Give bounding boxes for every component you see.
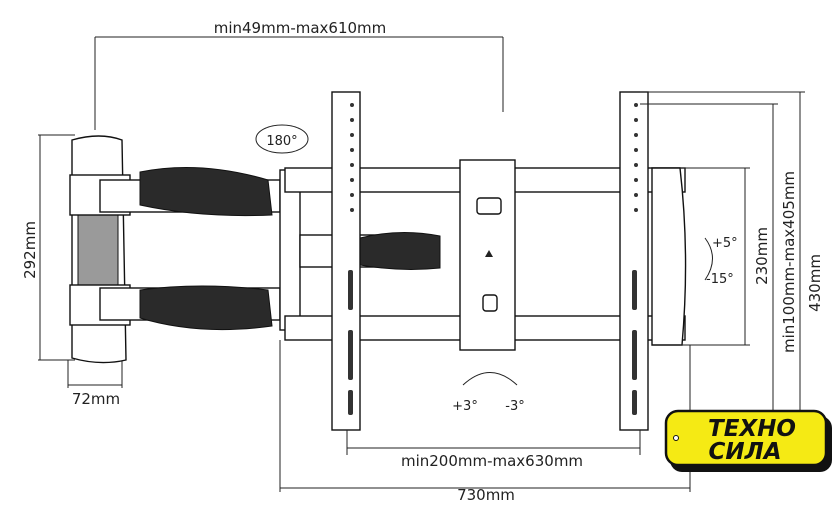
overall-width-dimension: 730mm — [279, 340, 691, 504]
logo-line2: СИЛА — [708, 439, 781, 465]
wall-plate — [69, 135, 131, 364]
horizontal-vesa-dimension: min200mm-max630mm — [346, 430, 641, 470]
wall-plate-width-label: 72mm — [72, 390, 120, 408]
tilt-plate-height-label: 230mm — [753, 227, 771, 285]
level-plus-label: +3° — [452, 399, 478, 414]
left-vertical-rail — [331, 91, 361, 431]
right-vertical-rail — [619, 91, 649, 431]
tekhnosila-logo: ТЕХНО СИЛА — [664, 409, 832, 472]
tilt-plate — [651, 167, 687, 346]
wall-plate-height-dimension: 292mm — [21, 134, 75, 361]
swivel-angle-label: 180° — [266, 134, 297, 149]
overall-width-label: 730mm — [457, 486, 515, 504]
depth-dimension: min49mm-max610mm — [94, 19, 504, 130]
horizontal-vesa-label: min200mm-max630mm — [401, 452, 583, 470]
vertical-vesa-dimension: min100mm-max405mm — [640, 103, 798, 420]
overall-height-label: 430mm — [806, 254, 824, 312]
tilt-plate-height-dimension: 230mm — [680, 167, 771, 346]
logo-line1: ТЕХНО — [708, 416, 796, 442]
tilt-indicator: +5° -15° — [704, 236, 738, 287]
overall-height-dimension: 430mm — [640, 91, 824, 415]
level-minus-label: -3° — [505, 399, 524, 414]
vertical-vesa-label: min100mm-max405mm — [780, 171, 798, 353]
tilt-down-label: -15° — [706, 272, 734, 287]
center-bracket — [459, 159, 516, 351]
swivel-indicator: 180° — [255, 124, 309, 154]
level-adjust-indicator: +3° -3° — [452, 372, 525, 414]
depth-range-label: min49mm-max610mm — [214, 19, 387, 37]
wall-plate-width-dimension: 72mm — [67, 360, 123, 408]
wall-plate-height-label: 292mm — [21, 221, 39, 279]
tilt-up-label: +5° — [712, 236, 738, 251]
